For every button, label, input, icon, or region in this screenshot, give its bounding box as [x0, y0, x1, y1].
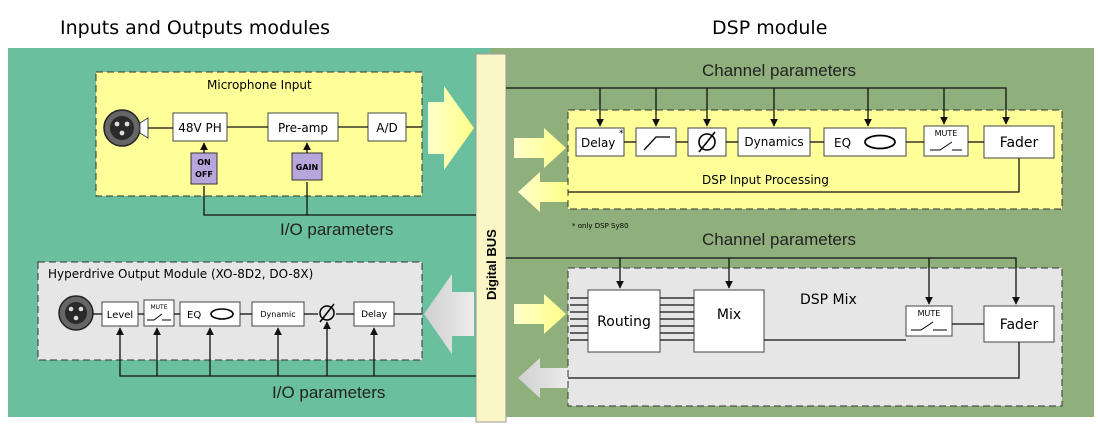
digital-bus	[475, 53, 507, 423]
output-eq-icon	[210, 308, 234, 320]
mix-mute-label: MUTE	[918, 309, 941, 318]
mute-switch-icon	[930, 141, 962, 151]
eq-icon	[864, 134, 896, 150]
preamp-label: Pre-amp	[278, 121, 328, 135]
switch-off-label: OFF	[195, 170, 213, 179]
mix-fader-block	[983, 305, 1055, 343]
xlr-connector-icon	[103, 109, 149, 147]
mix-mute-switch-icon	[911, 321, 947, 331]
dsp-delay-asterisk: *	[619, 129, 624, 139]
io-parameters-bottom-label: I/O parameters	[272, 383, 385, 402]
channel-parameters-top-label: Channel parameters	[702, 61, 856, 80]
switch-on-label: ON	[197, 158, 211, 167]
io-modules-heading: Inputs and Outputs modules	[60, 17, 330, 39]
output-dynamic-block	[251, 301, 305, 327]
routing-input-lines	[570, 297, 588, 341]
output-level-label: Level	[107, 310, 133, 321]
bus-to-output-arrow	[424, 274, 474, 354]
dsp-mix-to-bus-arrow	[518, 358, 568, 398]
dsp-delay-label: Delay	[581, 136, 615, 150]
dsp-mix-title: DSP Mix	[800, 292, 857, 308]
bus-to-dsp-mix-arrow	[514, 294, 566, 334]
preamp-block	[267, 112, 339, 142]
gain-label: GAIN	[296, 163, 318, 172]
dsp-eq-label: EQ	[834, 136, 851, 150]
dsp-mute-block	[923, 125, 969, 157]
mix-block	[693, 289, 765, 353]
routing-to-mix-lines	[660, 297, 694, 341]
channel-parameters-bottom-label: Channel parameters	[702, 230, 856, 249]
output-dynamic-label: Dynamic	[260, 310, 295, 319]
phantom-power-label: 48V PH	[178, 121, 222, 135]
digital-bus-label: Digital BUS	[484, 229, 499, 300]
ad-converter-label: A/D	[376, 121, 398, 135]
mix-label: Mix	[717, 307, 741, 323]
phantom-power-block	[172, 112, 228, 142]
output-module-title: Hyperdrive Output Module (XO-8D2, DO-8X)	[48, 267, 313, 281]
dsp-delay-block	[575, 127, 625, 157]
dsp-input-processing-module	[567, 109, 1063, 210]
output-mute-label: MUTE	[150, 304, 167, 311]
output-eq-label: EQ	[187, 310, 201, 321]
dsp-module-heading: DSP module	[712, 17, 827, 39]
io-to-bus-arrow	[428, 86, 474, 170]
output-delay-label: Delay	[361, 310, 387, 320]
dsp-footnote: * only DSP Sy80	[572, 222, 629, 230]
output-polarity-icon	[319, 303, 335, 323]
xlr-output-connector-icon	[58, 295, 94, 331]
dsp-input-to-bus-arrow	[518, 172, 568, 212]
io-parameters-top-label: I/O parameters	[280, 220, 393, 239]
output-mute-block	[143, 299, 175, 327]
output-mute-switch-icon	[147, 313, 171, 321]
routing-label: Routing	[597, 314, 651, 330]
phantom-switch	[190, 152, 218, 185]
highpass-filter-icon	[643, 136, 670, 151]
mix-mute-block	[905, 305, 953, 337]
mix-fader-label: Fader	[1000, 317, 1039, 333]
dsp-fader-block	[983, 125, 1055, 159]
dsp-fader-label: Fader	[1000, 135, 1039, 151]
dsp-highpass-block	[635, 127, 677, 157]
polarity-icon	[698, 131, 716, 153]
dsp-input-processing-title: DSP Input Processing	[702, 173, 829, 187]
dsp-dynamics-label: Dynamics	[744, 135, 803, 149]
routing-block	[587, 289, 661, 353]
microphone-input-title: Microphone Input	[207, 78, 312, 92]
dsp-mute-label: MUTE	[935, 129, 958, 138]
bus-to-dsp-input-arrow	[514, 128, 566, 168]
